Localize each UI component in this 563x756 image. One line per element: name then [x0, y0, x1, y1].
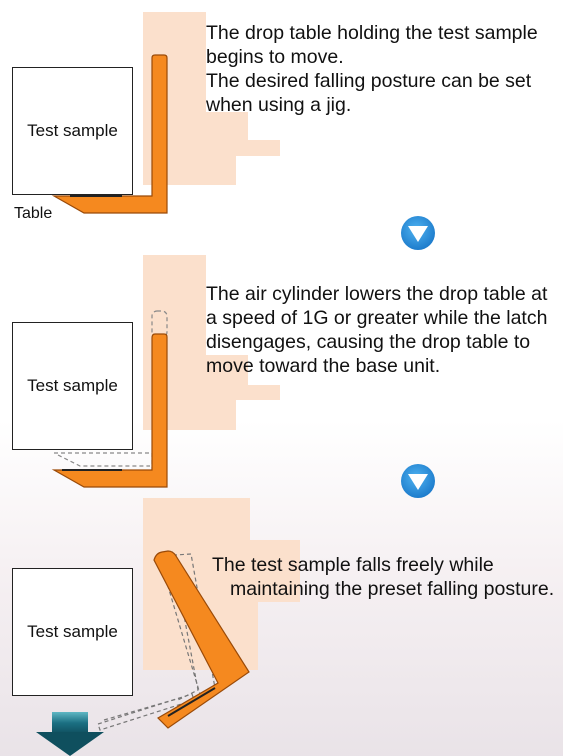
- step3-backdrop: [143, 498, 300, 670]
- step2-caption-line: disengages, causing the drop table to: [206, 331, 531, 353]
- step2-test-sample: Test sample: [12, 322, 133, 450]
- falling-arrow-icon: [36, 712, 104, 756]
- step2-caption-line: move toward the base unit.: [206, 355, 441, 377]
- step2-caption-line: a speed of 1G or greater while the latch: [206, 307, 548, 329]
- step1-sample-label: Test sample: [27, 121, 118, 140]
- step-down-arrow-icon: [401, 464, 435, 498]
- step-down-arrow-icon: [401, 216, 435, 250]
- step3-sample-label: Test sample: [27, 622, 118, 641]
- table-label: Table: [14, 205, 53, 222]
- step1-caption: The drop table holding the test sample b…: [206, 21, 538, 117]
- step2-backdrop: [143, 255, 280, 430]
- step1-caption-line: The desired falling posture can be set: [206, 70, 532, 92]
- step2-caption-line: The air cylinder lowers the drop table a…: [206, 283, 548, 305]
- step1-caption-line: when using a jig.: [206, 94, 352, 116]
- step3-caption: The test sample falls freely while maint…: [212, 553, 554, 601]
- step2-sample-label: Test sample: [27, 376, 118, 395]
- step2-caption: The air cylinder lowers the drop table a…: [206, 282, 547, 378]
- step2-drop-table: [51, 333, 168, 488]
- step3-caption-line: maintaining the preset falling posture.: [230, 578, 555, 600]
- step1-caption-line: The drop table holding the test sample: [206, 22, 538, 44]
- step3-test-sample: Test sample: [12, 568, 133, 696]
- step1-drop-table: [51, 54, 168, 214]
- step1-caption-line: begins to move.: [206, 46, 344, 68]
- step3-caption-line: The test sample falls freely while: [212, 554, 494, 576]
- step3-drop-table: [153, 550, 250, 729]
- step1-test-sample: Test sample: [12, 67, 133, 195]
- step1-backdrop: [143, 12, 280, 185]
